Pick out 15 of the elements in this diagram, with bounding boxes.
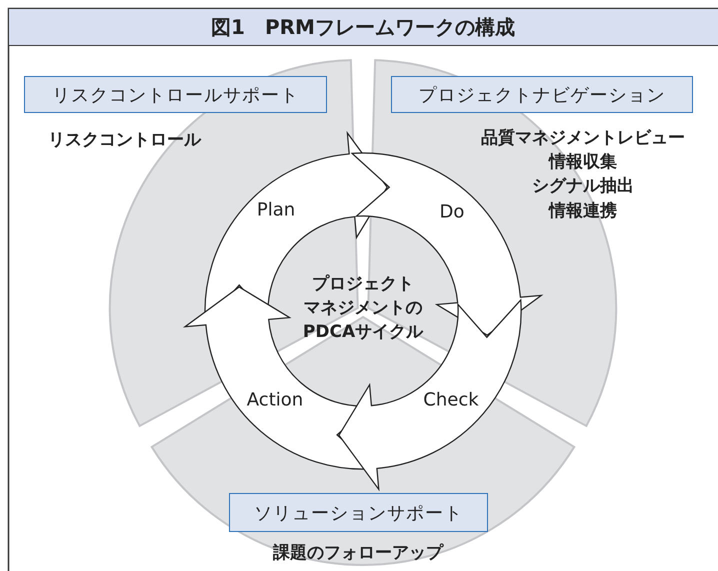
caption-text: 品質マネジメントレビュー — [481, 127, 685, 149]
caption-text: シグナル抽出 — [532, 175, 634, 197]
arrow-label: Do — [440, 201, 464, 222]
arrow-label: Action — [246, 389, 304, 410]
label-box: プロジェクトナビゲーション — [391, 76, 693, 113]
title-bar: 図1 PRMフレームワークの構成 — [8, 8, 718, 46]
caption-text: 情報連携 — [549, 200, 617, 222]
caption-text: リスクコントロール — [48, 129, 201, 151]
arrow-label: Plan — [256, 199, 296, 220]
caption-text: 情報収集 — [549, 151, 617, 173]
center-text: プロジェクトマネジメントのPDCAサイクル — [243, 272, 483, 344]
label-box: リスクコントロールサポート — [24, 76, 327, 113]
caption-text: 課題のフォローアップ — [273, 542, 443, 564]
label-box: ソリューションサポート — [229, 493, 488, 532]
arrow-label: Check — [423, 389, 479, 410]
